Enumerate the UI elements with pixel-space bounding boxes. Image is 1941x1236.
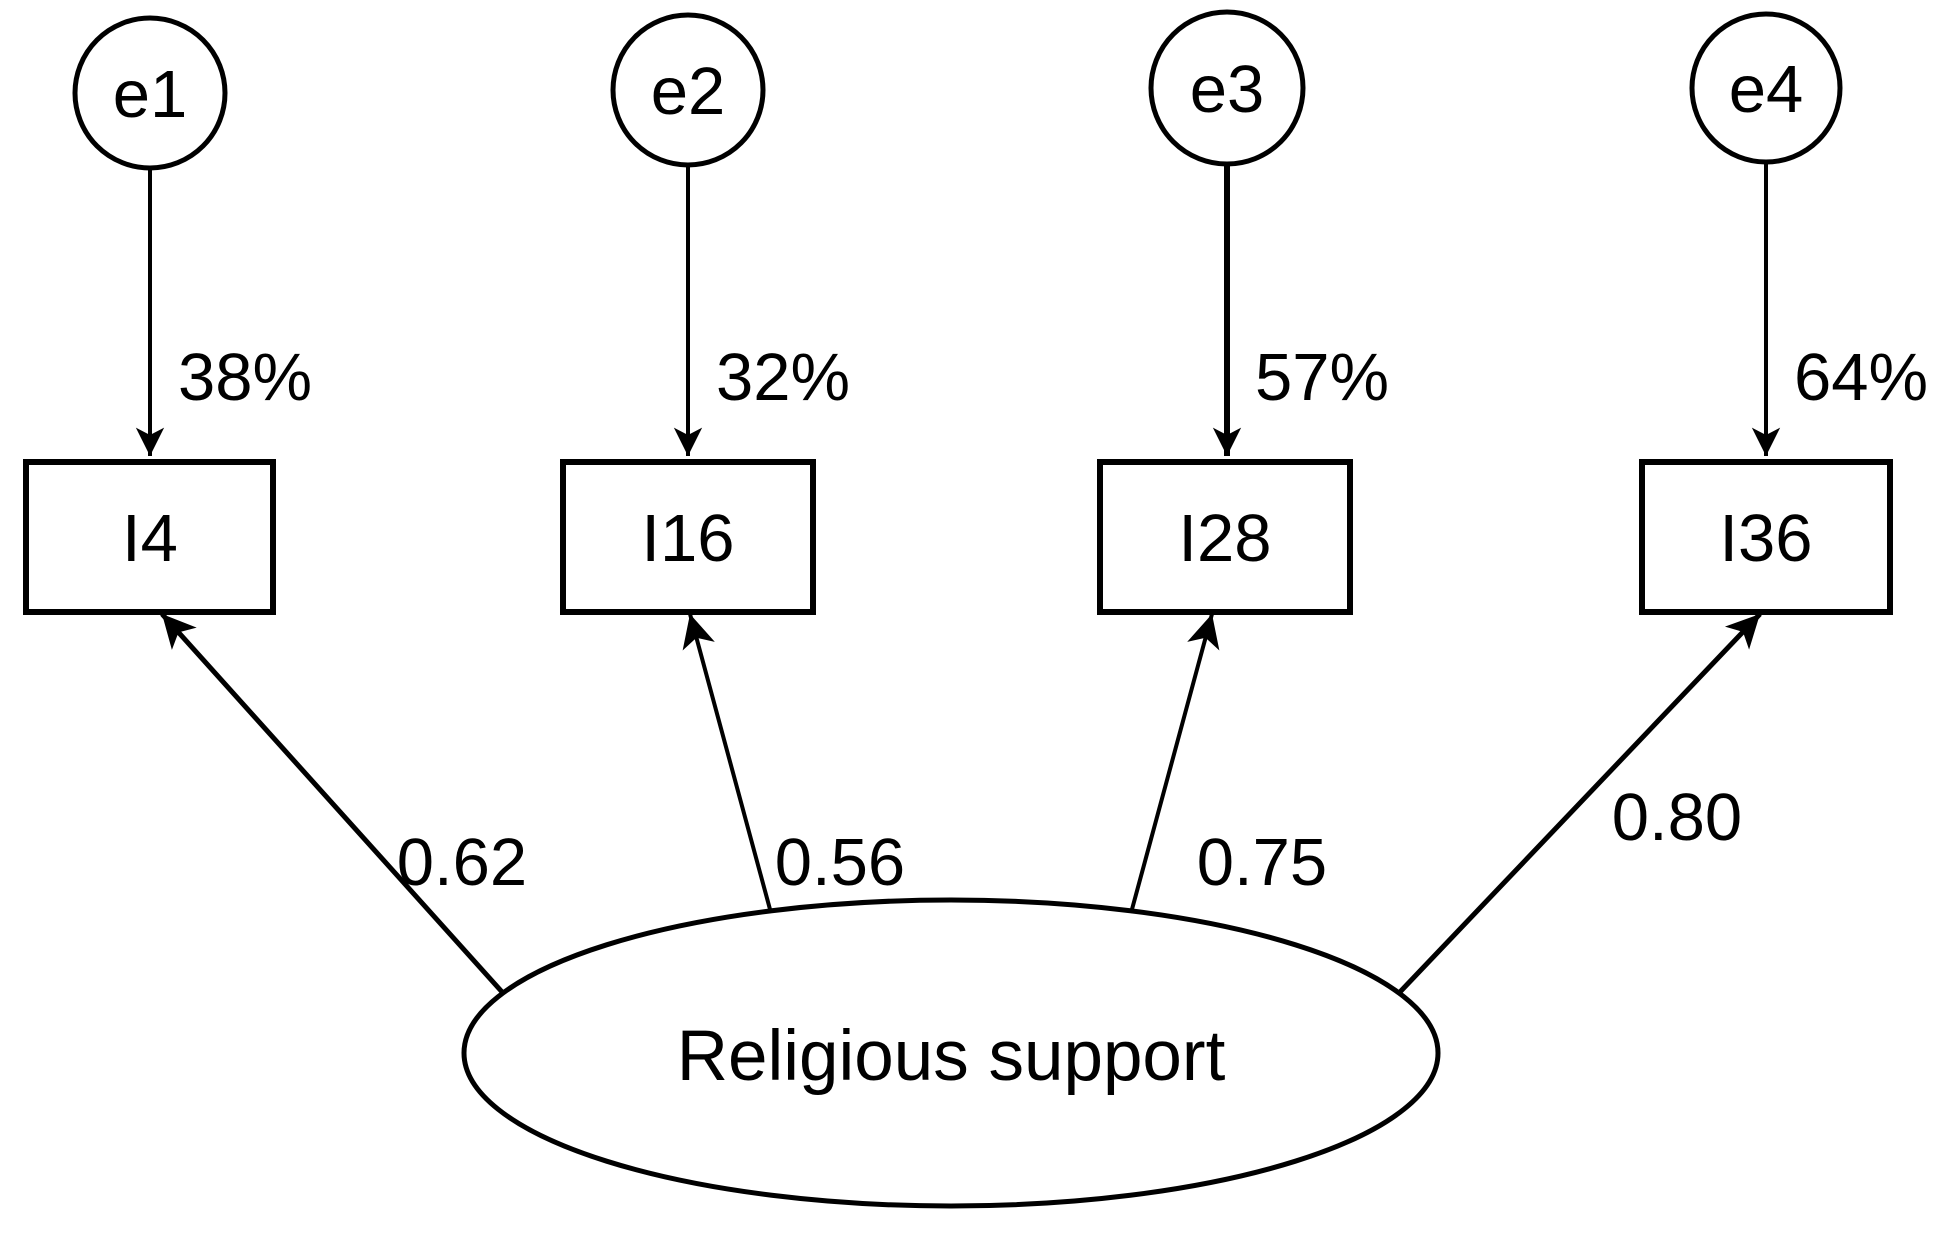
loading-label-i16: 0.56 xyxy=(775,825,905,900)
indicator-group-i16: e2 32% I16 xyxy=(560,12,850,615)
loading-arrow-i36 xyxy=(1397,612,1762,995)
error-label-e2: e2 xyxy=(651,54,726,129)
indicator-box-i16 xyxy=(560,459,816,615)
loading-label-i4: 0.62 xyxy=(397,825,527,900)
indicator-label-i4: I4 xyxy=(122,501,178,576)
error-label-e3: e3 xyxy=(1190,52,1265,127)
latent-variable-group: Religious support xyxy=(461,897,1441,1209)
loading-arrow-i16 xyxy=(682,613,773,914)
loading-arrow-i4 xyxy=(160,612,505,995)
error-label-e1: e1 xyxy=(113,57,188,132)
variance-label-i16: 32% xyxy=(716,340,850,415)
indicator-box-i28 xyxy=(1097,459,1353,615)
latent-ellipse xyxy=(461,897,1441,1209)
indicator-label-i16: I16 xyxy=(641,501,734,576)
loading-label-i36: 0.80 xyxy=(1612,780,1742,855)
indicator-group-i28: e3 57% I28 xyxy=(1097,9,1389,615)
variance-label-i28: 57% xyxy=(1255,340,1389,415)
indicator-label-i36: I36 xyxy=(1719,501,1812,576)
variance-label-i4: 38% xyxy=(178,340,312,415)
latent-label: Religious support xyxy=(677,1017,1226,1096)
indicator-group-i36: e4 64% I36 xyxy=(1639,11,1928,615)
indicator-box-i36 xyxy=(1639,459,1893,615)
indicator-box-i4 xyxy=(23,459,276,615)
loading-label-i28: 0.75 xyxy=(1197,825,1327,900)
variance-label-i36: 64% xyxy=(1794,340,1928,415)
loading-arrow-i28 xyxy=(1129,613,1220,914)
indicator-group-i4: e1 38% I4 xyxy=(23,15,312,615)
error-label-e4: e4 xyxy=(1729,52,1804,127)
indicator-label-i28: I28 xyxy=(1178,501,1271,576)
